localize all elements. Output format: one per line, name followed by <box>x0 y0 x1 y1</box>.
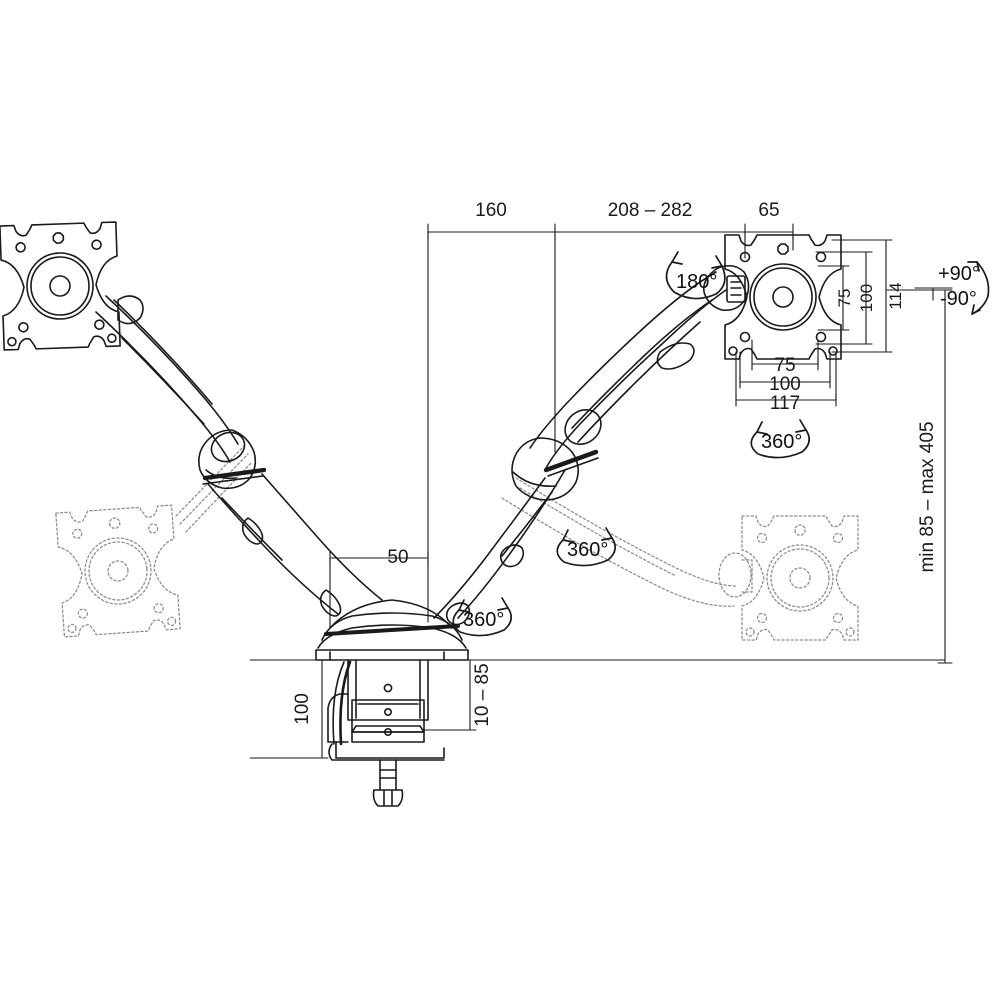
label-plate-height-114: 114 <box>886 282 905 309</box>
label-top-span-a: 160 <box>475 200 507 221</box>
label-vesa-v-100: 100 <box>857 284 876 312</box>
label-desk-thickness: 10 – 85 <box>472 663 493 726</box>
dimension-lines <box>249 223 953 759</box>
label-plate-rotate: 360° <box>761 431 802 453</box>
label-vesa-h-75: 75 <box>774 355 795 376</box>
ghost-monitor-left <box>55 504 181 638</box>
base-and-clamp-assembly <box>315 599 469 807</box>
label-head-swivel: 180° <box>676 271 717 293</box>
label-plate-width-117: 117 <box>770 393 800 414</box>
label-clamp-offset: 50 <box>387 547 408 568</box>
rotation-arc-360-base-icon <box>452 597 513 637</box>
ghost-arm-left <box>175 445 253 533</box>
label-vesa-v-75: 75 <box>835 289 854 308</box>
tilt-arc-icon <box>967 261 990 315</box>
label-tilt-minus: -90° <box>940 288 977 310</box>
right-arm-assembly <box>433 234 842 626</box>
ghost-monitor-right <box>741 515 859 641</box>
label-height-range: min 85 – max 405 <box>917 421 938 572</box>
label-top-span-b: 208 – 282 <box>608 200 693 221</box>
label-top-span-c: 65 <box>758 200 779 221</box>
ghost-arm-right <box>501 477 753 607</box>
rotation-labels: 180° 360° 360° 360° +90° -90° <box>463 263 980 631</box>
label-vesa-h-100: 100 <box>769 374 801 395</box>
dimension-labels: 160 208 – 282 65 50 100 10 – 85 min 85 –… <box>292 200 938 727</box>
rotation-arc-180-icon <box>665 251 726 300</box>
rotation-arc-360-plate-icon <box>750 419 811 459</box>
label-tilt-plus: +90° <box>938 263 980 285</box>
label-base-rotate: 360° <box>463 609 504 631</box>
left-arm-assembly <box>0 221 383 617</box>
label-elbow-rotate: 360° <box>567 539 608 561</box>
label-clamp-height: 100 <box>292 693 313 725</box>
rotation-arc-360-elbow-icon <box>556 527 617 567</box>
